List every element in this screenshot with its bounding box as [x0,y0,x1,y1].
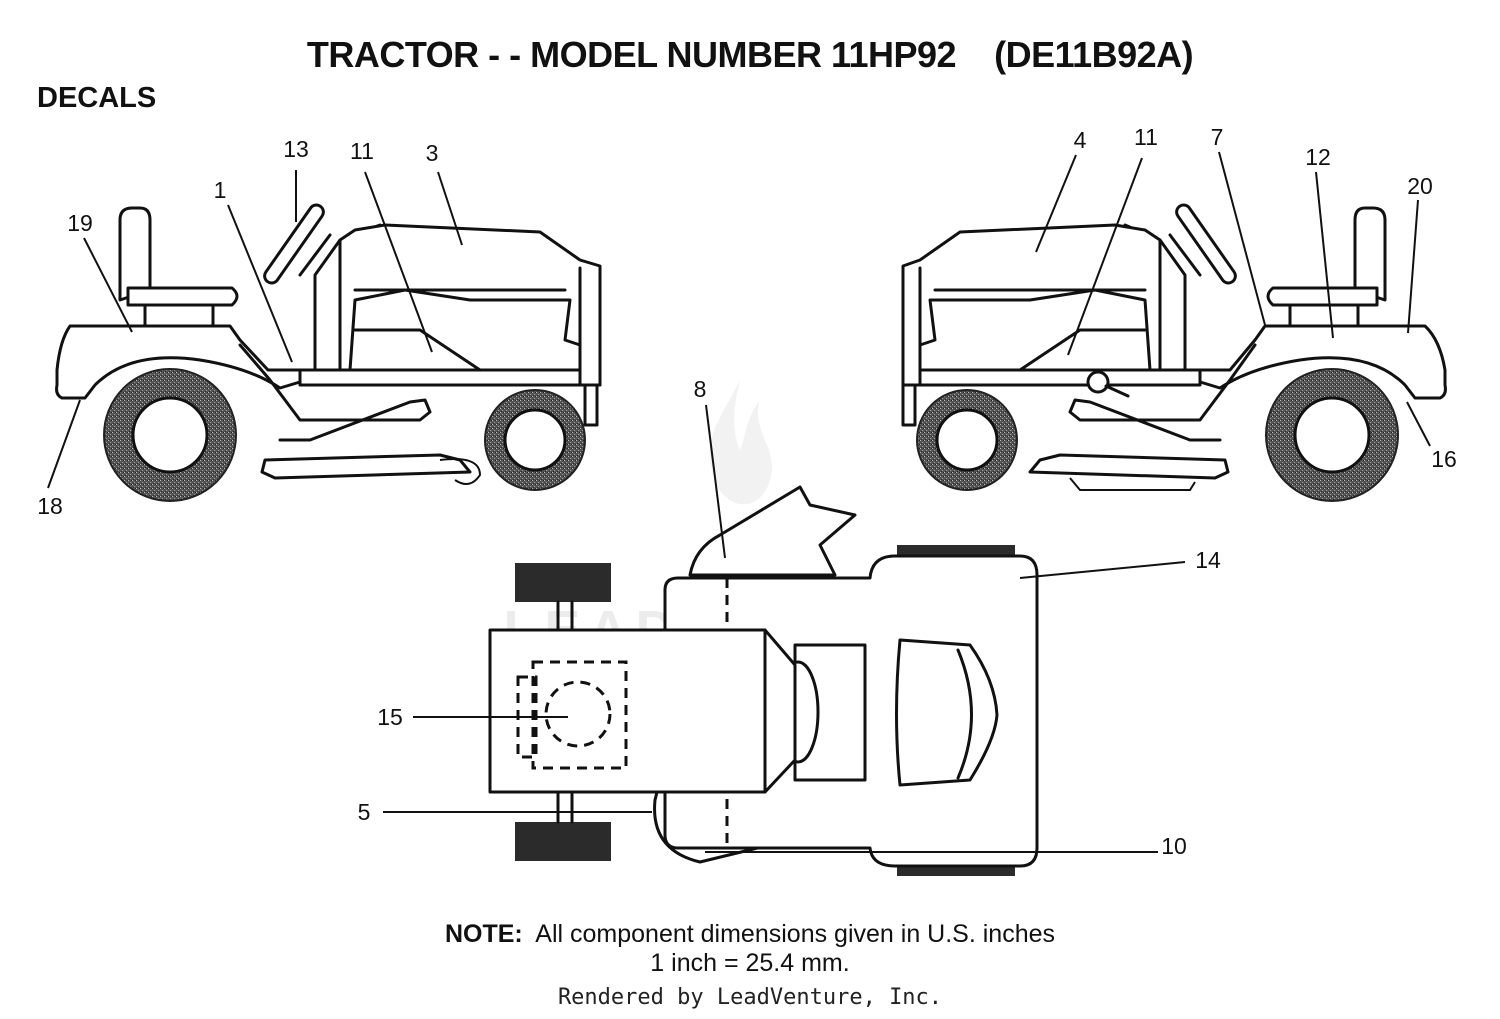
callout-label: 18 [37,493,63,519]
tractor-top-view [488,485,1039,876]
left-view-leaders [47,170,463,489]
seat-back [1353,206,1387,302]
note-text: All component dimensions given in U.S. i… [535,920,1055,948]
front-hub [503,408,567,472]
right-view-callouts: 4 11 7 12 20 16 [1074,124,1457,472]
unit-conversion: 1 inch = 25.4 mm. [650,949,850,977]
right-view-leaders [1035,151,1431,447]
page-title: TRACTOR - - MODEL NUMBER 11HP92 (DE11B92… [306,34,1194,75]
callout-label: 19 [67,210,93,236]
engine-outline [531,660,628,770]
steering-column [298,233,332,277]
footrest [238,343,432,442]
front-axle-bracket [583,383,599,427]
dimension-note: NOTE: All component dimensions given in … [0,920,1500,978]
front-axle-bracket [901,383,917,427]
hood-side-panel [1018,328,1147,372]
callout-label: 11 [350,138,374,164]
rear-fender [55,324,332,400]
callout-label: 11 [1134,124,1158,150]
deck-chute [439,458,482,485]
rear-hub [131,396,209,474]
top-view-callouts: 8 14 15 5 10 [358,376,1221,859]
front-right-tire [515,822,611,861]
callout-label: 20 [1407,173,1433,199]
seat-back [118,206,152,302]
front-hub [935,408,999,472]
front-left-tire [515,563,611,602]
tractor-left-view [55,203,602,502]
steering-wheel [1175,203,1237,285]
callout-label: 7 [1211,124,1224,150]
callout-label: 12 [1305,144,1331,170]
ignition-key-stem [1104,384,1130,398]
steering-wheel [263,203,325,285]
hood [338,223,602,387]
rear-fender [1168,324,1447,400]
seat-top [895,638,999,787]
callout-label: 4 [1074,127,1087,153]
steering-column [1168,233,1202,277]
rear-hub [1293,396,1371,474]
left-view-callouts: 13 11 3 1 19 18 [37,136,438,519]
mower-deck [260,453,472,480]
mower-deck [1028,453,1230,480]
footrest [1068,343,1257,442]
section-heading: DECALS [37,82,157,114]
seat-post [143,303,215,329]
callout-label: 1 [214,177,227,203]
callout-label: 10 [1161,833,1187,859]
callout-label: 16 [1431,446,1457,472]
rendered-by-credit: Rendered by LeadVenture, Inc. [557,985,943,1010]
seat-cushion [1266,286,1379,307]
callout-label: 15 [377,704,403,730]
callout-label: 13 [283,136,309,162]
chassis-rail [298,368,602,387]
discharge-chute [688,485,857,577]
callout-label: 14 [1195,547,1221,573]
tractor-right-view [901,203,1447,502]
top-view-leaders [383,404,1186,853]
callout-label: 3 [426,140,439,166]
ignition-key [1086,370,1110,394]
seat-post [1288,303,1360,329]
deck-skirt [1069,477,1196,491]
callout-label: 8 [694,376,707,402]
chassis-rail [913,368,1202,387]
seat-back-top [956,648,973,780]
note-label: NOTE: [444,920,523,948]
hood-side-panel [353,328,482,372]
callout-label: 5 [358,799,371,825]
air-filter-outline [544,680,612,748]
seat-cushion [126,286,239,307]
